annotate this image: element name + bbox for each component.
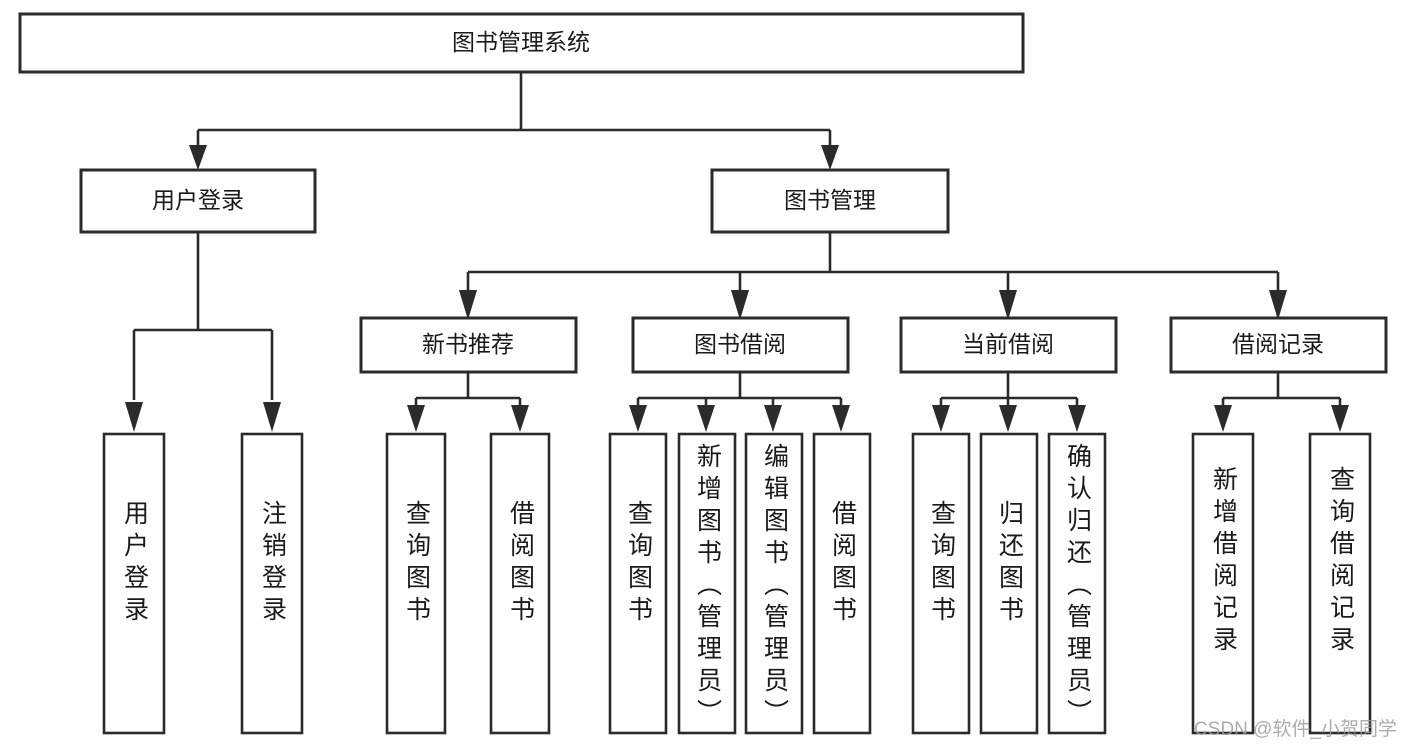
arrow-head-user-login — [189, 145, 207, 170]
leaf-box-book-borrow-2[interactable] — [677, 432, 737, 735]
connector-current-borrow-to-leaves — [932, 372, 1086, 432]
connector-new-book-to-leaves — [407, 372, 529, 432]
node-current-borrow-label: 当前借阅 — [962, 331, 1054, 357]
arrow-head-cb-leaf1 — [932, 405, 950, 432]
leaf-box-new-book-2[interactable] — [489, 432, 551, 735]
leaf-box-borrow-record-2[interactable] — [1308, 432, 1372, 735]
leaf-box-book-borrow-4[interactable] — [812, 432, 872, 735]
node-user-login-label: 用户登录 — [152, 187, 244, 213]
connector-user-login-to-leaves — [125, 232, 281, 432]
arrow-head-bb-leaf4 — [832, 405, 850, 432]
node-new-book-box[interactable] — [359, 316, 578, 374]
node-book-borrow-label: 图书借阅 — [694, 331, 786, 357]
watermark-text: CSDN @软件_小贺同学 — [1194, 719, 1397, 740]
node-book-borrow[interactable]: 图书借阅 — [631, 316, 850, 374]
node-user-login-box[interactable] — [79, 168, 317, 234]
leaf-box-current-borrow-1[interactable] — [911, 432, 971, 735]
leaf-boxes-user-login — [102, 432, 304, 735]
arrow-head-cb-leaf2 — [999, 405, 1017, 432]
node-user-login[interactable]: 用户登录 — [79, 168, 317, 234]
node-root-label: 图书管理系统 — [452, 29, 590, 55]
node-current-borrow[interactable]: 当前借阅 — [899, 316, 1118, 374]
node-borrow-record[interactable]: 借阅记录 — [1169, 316, 1388, 374]
leaf-box-current-borrow-2[interactable] — [979, 432, 1039, 735]
leaf-boxes-book-borrow — [608, 432, 872, 735]
arrow-head-br-leaf2 — [1331, 405, 1349, 432]
connector-root-to-level2 — [189, 72, 839, 170]
arrow-head-ul-leaf1 — [125, 402, 143, 432]
node-book-manage[interactable]: 图书管理 — [710, 168, 950, 234]
node-book-manage-box[interactable] — [710, 168, 950, 234]
connector-book-borrow-to-leaves — [629, 372, 850, 432]
arrow-head-ul-leaf2 — [263, 402, 281, 432]
arrow-head-book-manage — [821, 145, 839, 170]
arrow-head-book-borrow — [731, 290, 749, 320]
leaf-box-book-borrow-1[interactable] — [608, 432, 668, 735]
node-root[interactable]: 图书管理系统 — [18, 12, 1025, 74]
arrow-head-cb-leaf3 — [1068, 405, 1086, 432]
node-book-borrow-box[interactable] — [631, 316, 850, 374]
arrow-head-bb-leaf1 — [629, 405, 647, 432]
leaf-box-user-login-1[interactable] — [102, 432, 166, 735]
leaf-box-current-borrow-3[interactable] — [1047, 432, 1107, 735]
node-current-borrow-box[interactable] — [899, 316, 1118, 374]
leaf-boxes-new-book — [385, 432, 551, 735]
node-book-manage-label: 图书管理 — [784, 187, 876, 213]
node-new-book-label: 新书推荐 — [422, 331, 514, 357]
arrow-head-current-borrow — [999, 290, 1017, 320]
leaf-boxes-current-borrow — [911, 432, 1107, 735]
arrow-head-bb-leaf2 — [697, 405, 715, 432]
node-root-box[interactable] — [18, 12, 1025, 74]
arrow-head-new-book — [459, 290, 477, 320]
node-borrow-record-box[interactable] — [1169, 316, 1388, 374]
node-borrow-record-label: 借阅记录 — [1232, 331, 1324, 357]
leaf-box-new-book-1[interactable] — [385, 432, 447, 735]
connector-borrow-record-to-leaves — [1214, 372, 1349, 432]
leaf-boxes-borrow-record — [1191, 432, 1372, 735]
leaf-box-borrow-record-1[interactable] — [1191, 432, 1255, 735]
leaf-box-book-borrow-3[interactable] — [744, 432, 804, 735]
connector-book-manage-to-level3 — [459, 232, 1287, 320]
leaf-box-user-login-2[interactable] — [240, 432, 304, 735]
arrow-head-nb-leaf1 — [407, 405, 425, 432]
arrow-head-br-leaf1 — [1214, 405, 1232, 432]
arrow-head-nb-leaf2 — [511, 405, 529, 432]
arrow-head-borrow-record — [1269, 290, 1287, 320]
node-new-book[interactable]: 新书推荐 — [359, 316, 578, 374]
arrow-head-bb-leaf3 — [764, 405, 782, 432]
